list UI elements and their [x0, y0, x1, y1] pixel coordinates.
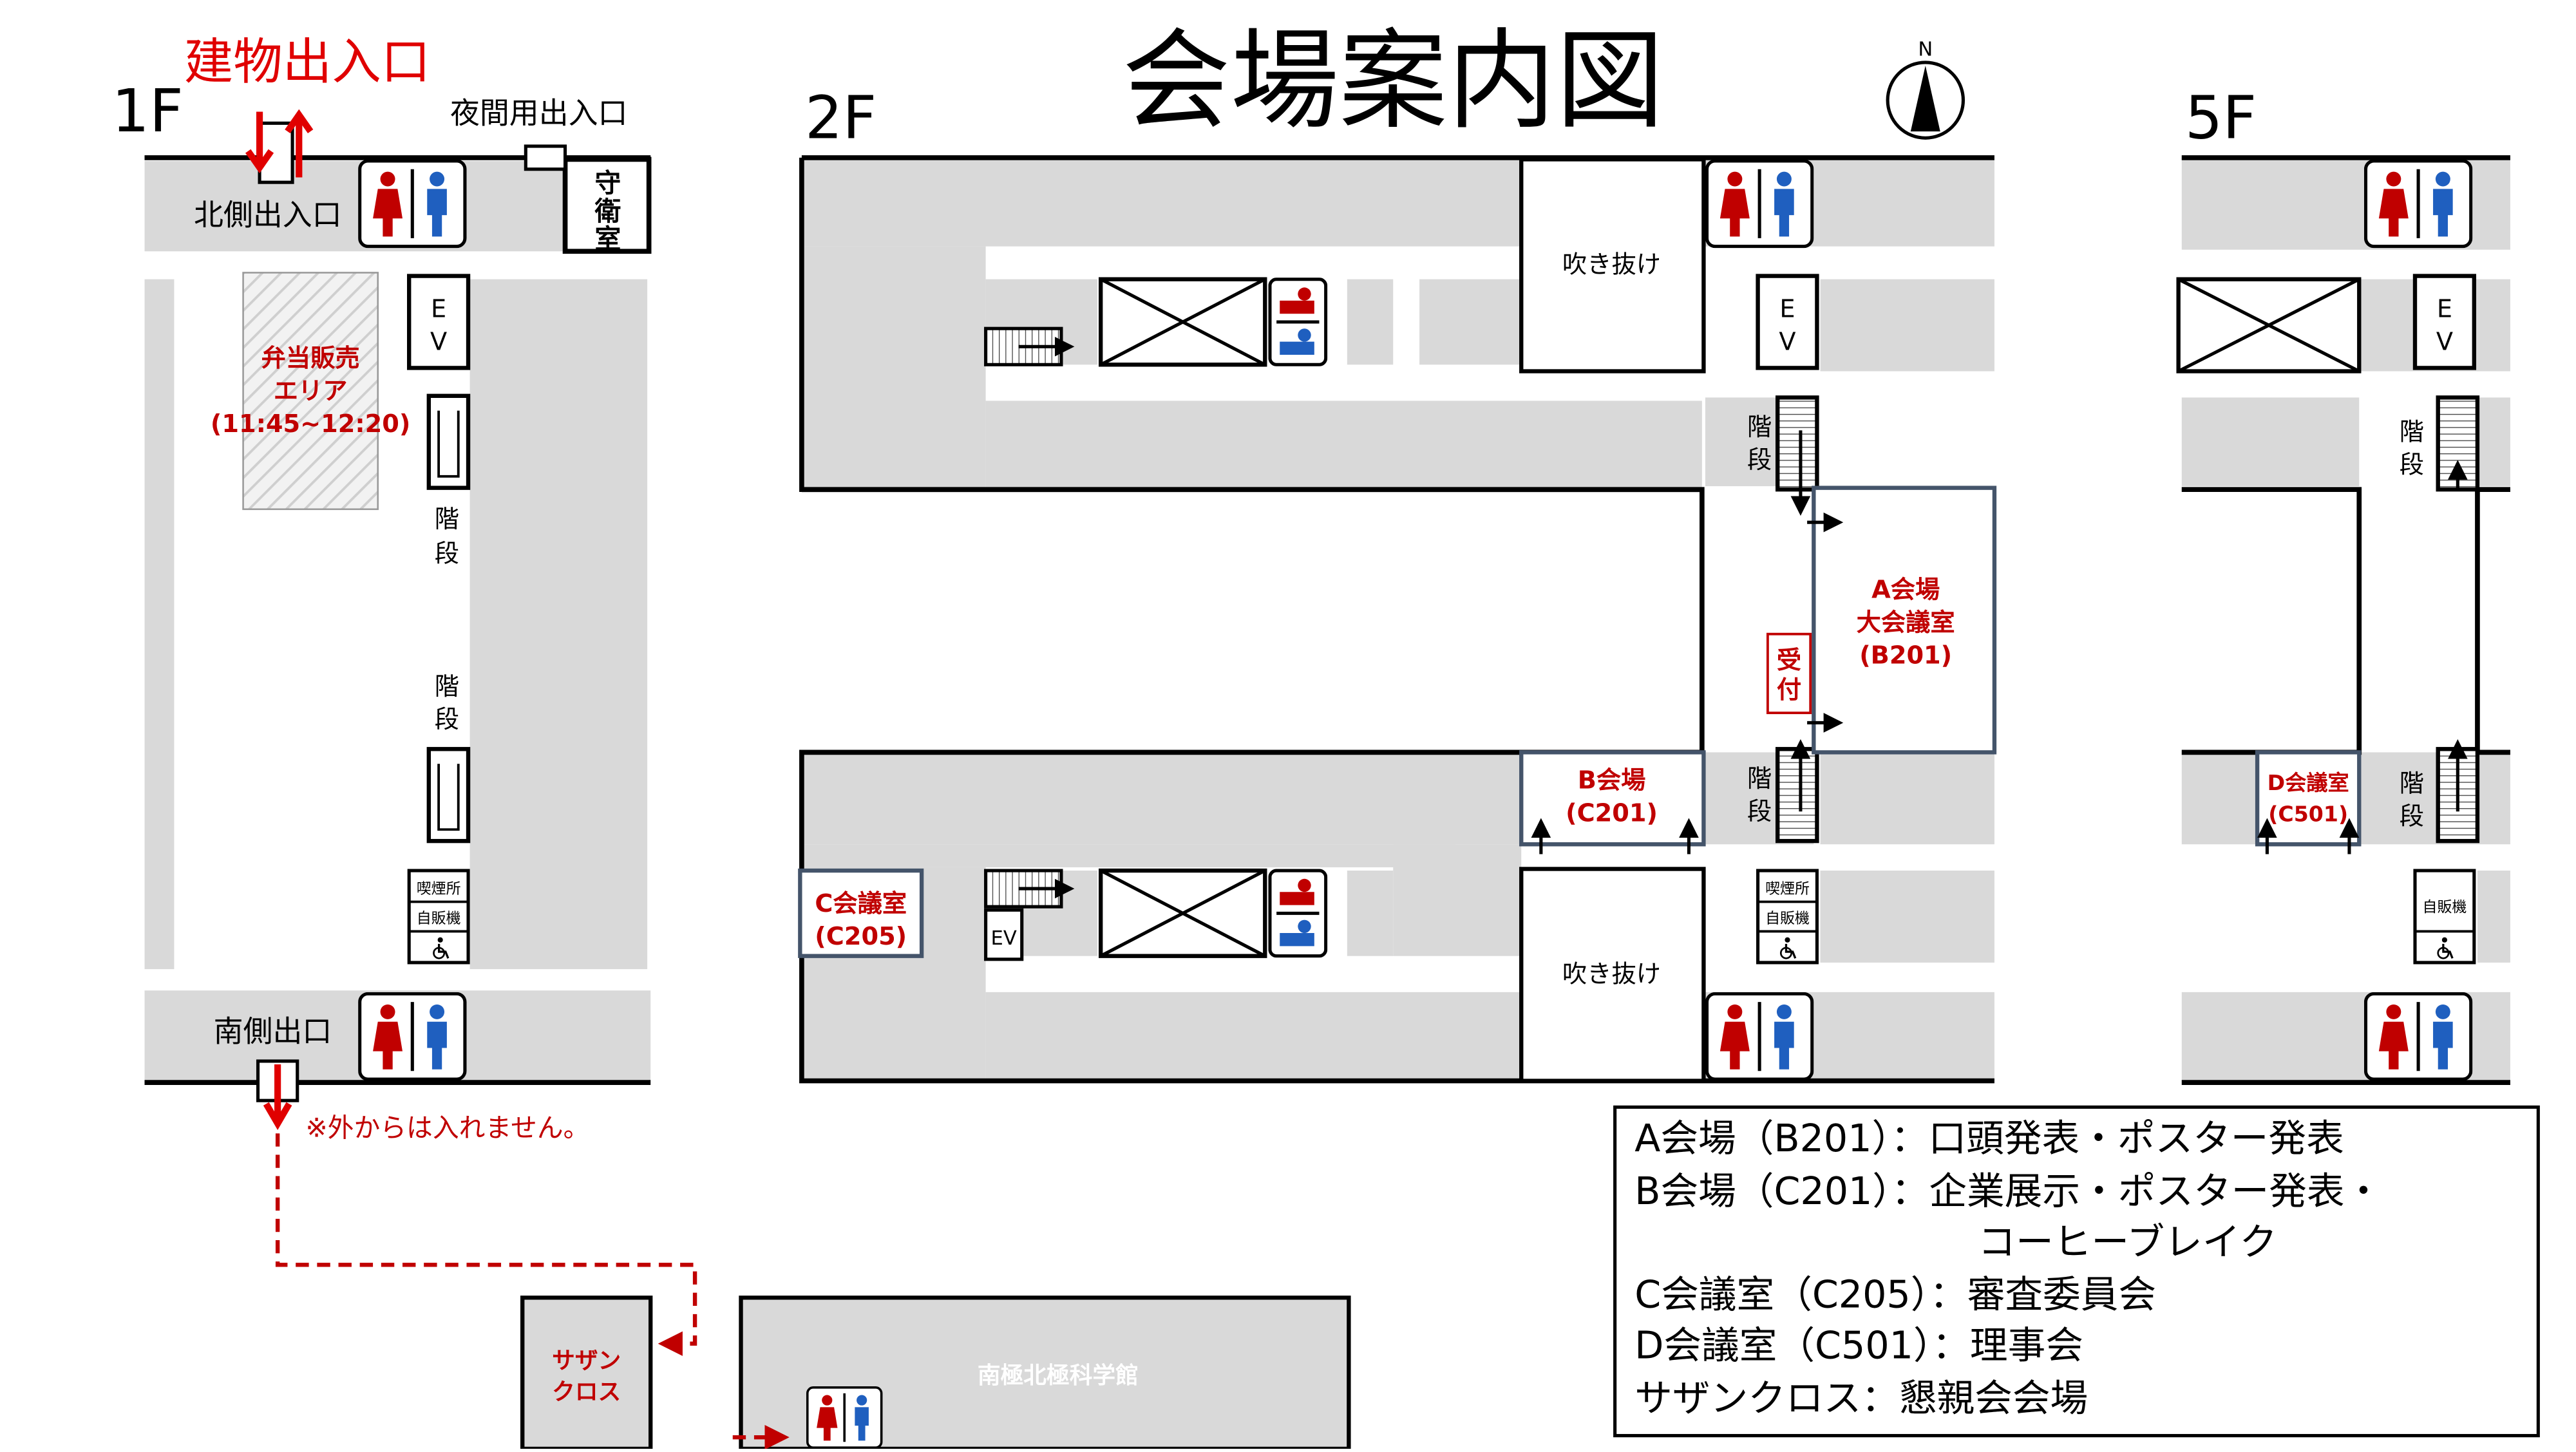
legend-box: [1613, 1105, 2540, 1438]
legend-line: サザンクロス：懇親会会場: [1634, 1376, 2088, 1420]
page-title: 会場案内図: [1122, 18, 1664, 144]
elevator-label: E: [2437, 294, 2452, 323]
elevator-label: E: [431, 294, 446, 323]
stairs-label: 階: [435, 672, 459, 701]
stairs-label: 階: [435, 505, 459, 534]
south-exit-note: ※外からは入れません。: [305, 1112, 589, 1143]
guard-room-label: 守: [594, 167, 621, 198]
stairs-label: 階: [1747, 764, 1772, 793]
lunch-area-label: エリア: [274, 377, 348, 406]
floor-1f-label: 1F: [111, 77, 183, 146]
elevator-label: V: [1779, 327, 1795, 356]
smoking-area-label: 喫煙所: [417, 881, 461, 898]
night-entrance-label: 夜間用出入口: [450, 95, 627, 130]
legend-line: コーヒーブレイク: [1978, 1220, 2277, 1264]
hall-a-label: A会場: [1871, 576, 1940, 605]
room-d-room-number: (C501): [2268, 802, 2348, 827]
stairs-label: 段: [435, 539, 459, 568]
floor-5f: [2176, 155, 2510, 1085]
room-d-label: D会議室: [2268, 770, 2349, 795]
southern-cross-label: クロス: [552, 1379, 621, 1405]
hall-b-label: B会場: [1578, 766, 1646, 795]
guard-room-label: 室: [594, 223, 621, 254]
guard-room-label: 衛: [594, 196, 621, 227]
elevator-label: E: [1779, 294, 1795, 323]
legend-line: A会場（B201）：口頭発表・ポスター発表: [1634, 1117, 2344, 1160]
hall-b-room-number: (C201): [1566, 799, 1658, 828]
floor-2f-label: 2F: [805, 83, 876, 152]
floor-5f-label: 5F: [2185, 83, 2257, 152]
elevator-label: EV: [991, 927, 1017, 950]
lunch-area-time: (11:45~12:20): [211, 410, 411, 438]
floor-1f: [144, 109, 1351, 1451]
atrium-label: 吹き抜け: [1562, 250, 1661, 279]
vending-label: 自販機: [2423, 899, 2467, 916]
room-c-room-number: (C205): [815, 922, 907, 951]
compass-icon: [1886, 61, 1965, 140]
vending-label: 自販機: [1765, 910, 1810, 927]
stairs-label: 階: [2400, 769, 2424, 798]
stairs-label: 段: [1747, 446, 1772, 475]
museum-label: 南極北極科学館: [978, 1362, 1139, 1389]
stairs-label: 段: [2400, 451, 2424, 480]
vending-label: 自販機: [417, 910, 461, 927]
reception-label: 受: [1777, 646, 1801, 675]
stairs-label: 階: [1747, 413, 1772, 442]
elevator-label: V: [430, 327, 447, 356]
smoking-area-label: 喫煙所: [1765, 881, 1810, 898]
reception-label: 付: [1777, 675, 1801, 704]
legend-line: D会議室（C501）：理事会: [1634, 1324, 2083, 1368]
stairs-label: 段: [2400, 802, 2424, 831]
floor-2f: [798, 155, 1997, 1084]
hall-a-label: 大会議室: [1857, 608, 1955, 637]
compass-label: N: [1918, 39, 1933, 61]
north-entrance-label: 北側出入口: [194, 197, 342, 232]
lunch-area-label: 弁当販売: [261, 344, 360, 373]
room-c-label: C会議室: [815, 889, 907, 918]
elevator-label: V: [2436, 327, 2453, 356]
stairs-label: 段: [1747, 797, 1772, 826]
building-entrance-label: 建物出入口: [184, 33, 431, 91]
legend-line: C会議室（C205）：審査委員会: [1634, 1273, 2156, 1317]
stairs-label: 階: [2400, 418, 2424, 447]
stairs-label: 段: [435, 705, 459, 734]
atrium-label: 吹き抜け: [1562, 960, 1661, 989]
hall-a-room-number: (B201): [1859, 641, 1952, 670]
legend-line: B会場（C201）：企業展示・ポスター発表・: [1634, 1169, 2382, 1213]
south-exit-label: 南側出口: [214, 1014, 332, 1048]
southern-cross-label: サザン: [552, 1348, 621, 1374]
